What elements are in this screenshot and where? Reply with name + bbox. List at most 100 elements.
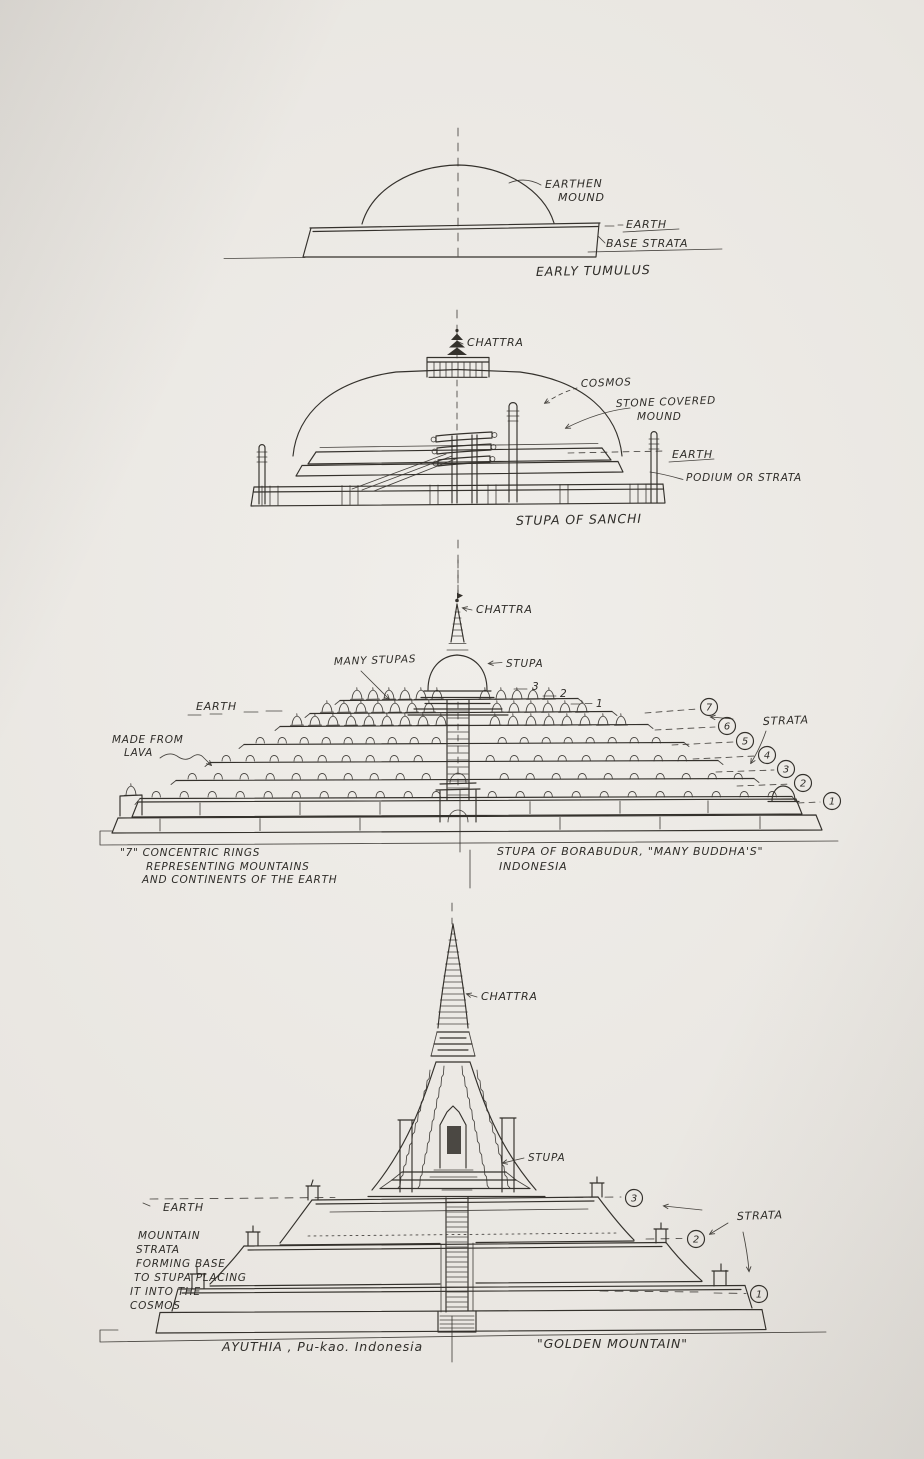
chattra-label: CHATTRA <box>476 603 533 616</box>
terrace-1-base <box>99 1263 827 1343</box>
sketch-stroke <box>717 760 724 765</box>
sketch-stroke <box>451 611 464 637</box>
sketch-stroke <box>274 726 281 731</box>
sketch-stroke <box>430 1031 476 1063</box>
sketch-stroke <box>413 754 423 762</box>
sketch-stroke <box>776 759 796 779</box>
sketch-stroke <box>422 700 436 713</box>
sketch-stroke <box>551 772 561 780</box>
leader-c2 <box>736 783 792 787</box>
earth-label: EARTH <box>196 700 237 713</box>
sketch-stroke <box>469 1061 537 1191</box>
sketch-stroke <box>557 754 567 762</box>
sketch-stroke <box>624 1188 644 1208</box>
leader-stupa <box>503 1157 525 1163</box>
sketch-stroke <box>436 933 470 1025</box>
sketch-stroke <box>155 1308 767 1334</box>
sketch-stroke <box>299 736 309 744</box>
borobudur-note-1: "7" CONCENTRIC RINGS <box>120 847 260 859</box>
underline-earth <box>668 458 715 463</box>
sketch-stroke <box>209 1241 703 1285</box>
sketch-stroke <box>683 790 693 798</box>
ayuthia-note-2: STRATA <box>136 1244 180 1256</box>
sanchi-drawing: CHATTRA COSMOS STONE COVERED MOUND EARTH… <box>250 309 801 595</box>
prang-body <box>367 1061 546 1198</box>
sketch-stroke <box>509 754 519 762</box>
sketch-stroke <box>389 754 399 762</box>
sketch-stroke <box>151 790 161 798</box>
ayuthia-note-1: MOUNTAIN <box>138 1230 200 1242</box>
circled-3: 3 <box>783 765 789 776</box>
sketch-stroke <box>159 816 761 832</box>
sketch-stroke <box>243 1241 667 1251</box>
sketch-stroke <box>343 772 353 780</box>
leader-stone-mound <box>566 407 631 428</box>
chattra-finial <box>447 328 467 359</box>
strata2-dash-right <box>645 1238 683 1240</box>
left-edge-pillar <box>256 444 268 505</box>
sketch-stroke <box>524 700 538 713</box>
circled-ring-numbers: 7 6 5 4 3 2 1 <box>699 697 842 811</box>
sketch-stroke <box>179 790 189 798</box>
sketch-stroke <box>371 700 385 713</box>
sketch-stroke <box>699 697 719 717</box>
stupa-label: STUPA <box>528 1152 565 1164</box>
earth-tick <box>142 1202 151 1207</box>
many-stupas-label: MANY STUPAS <box>334 653 417 668</box>
sketch-stroke <box>525 772 535 780</box>
right-edge-pillar <box>648 431 660 504</box>
sketch-stroke <box>455 328 459 333</box>
stone-mound-label-2: MOUND <box>637 411 682 423</box>
sketch-stroke <box>542 713 556 726</box>
earth-line <box>309 222 601 233</box>
leader-c7 <box>644 708 698 714</box>
chattra-label: CHATTRA <box>481 990 538 1003</box>
sketch-stroke <box>305 1179 321 1201</box>
sketch-stroke <box>317 754 327 762</box>
sketch-stroke <box>648 438 660 450</box>
sketch-stroke <box>319 790 329 798</box>
made-from-label-1: MADE FROM <box>112 734 184 746</box>
sketch-stroke <box>650 431 658 504</box>
sketch-stroke <box>388 700 402 713</box>
sketch-stroke <box>541 700 555 713</box>
sketch-stroke <box>437 1310 477 1333</box>
sketch-stroke <box>436 443 492 455</box>
sketch-stroke <box>445 1196 469 1313</box>
sketch-stroke <box>409 736 419 744</box>
chattra-label: CHATTRA <box>467 336 524 349</box>
ayuthia-note-3: FORMING BASE <box>136 1258 226 1270</box>
sketch-stroke <box>354 700 368 713</box>
sketch-stroke <box>245 754 255 762</box>
sketch-stroke <box>447 703 469 796</box>
sketch-stroke <box>407 708 509 716</box>
base-strata-label: BASE STRATA <box>606 237 688 250</box>
sketch-stroke <box>490 700 504 713</box>
sketch-stroke <box>439 1315 475 1329</box>
sketch-stroke <box>387 736 397 744</box>
leader-c4 <box>692 755 756 760</box>
made-from-label-2: LAVA <box>124 747 153 759</box>
sketch-stroke <box>653 1222 669 1244</box>
stone-mound-dome <box>292 368 623 457</box>
sketch-stroke <box>256 451 268 463</box>
sketch-stroke <box>99 1329 827 1343</box>
sketch-stroke <box>134 798 141 805</box>
sketch-stroke <box>175 777 755 782</box>
borobudur-note-2: REPRESENTING MOUNTAINS <box>146 861 309 873</box>
sketch-stroke <box>397 1117 517 1193</box>
stone-mound-label-1: STONE COVERED <box>616 395 717 410</box>
circled-2: 2 <box>800 779 806 790</box>
sketch-stroke <box>209 759 719 764</box>
earth-dashed-left <box>149 1197 336 1200</box>
sketch-stroke <box>293 754 303 762</box>
sketch-stroke <box>139 795 793 800</box>
earth-dashes <box>243 710 283 713</box>
sketch-stroke <box>605 754 615 762</box>
sketch-stroke <box>317 772 327 780</box>
sketch-stroke <box>263 790 273 798</box>
sketch-stroke <box>307 447 612 465</box>
tumulus-caption: EARLY TUMULUS <box>536 262 651 279</box>
sketch-stroke <box>250 483 666 507</box>
sketch-stroke <box>398 687 412 700</box>
